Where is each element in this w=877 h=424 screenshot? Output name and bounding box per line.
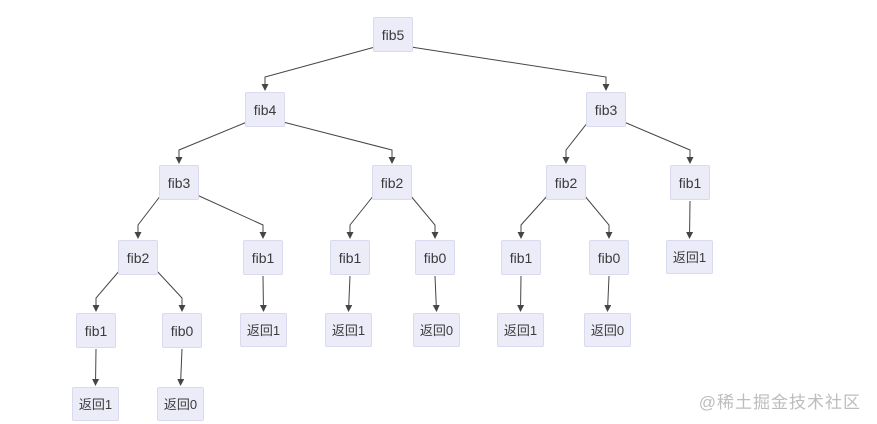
edge-fib2LL-fib1LL [92, 269, 121, 312]
node-fib2RL: fib2 [546, 165, 586, 200]
node-ret1LL: 返回1 [72, 387, 119, 421]
edge-fib1M-ret1M [345, 275, 353, 312]
edge-fib1RR-ret1RR [686, 200, 694, 239]
edge-fib3R-fib2RL [562, 121, 589, 164]
node-fib1RL: fib1 [501, 240, 541, 275]
node-ret0M: 返回0 [413, 313, 460, 347]
edge-fib2M-fib0M [409, 194, 439, 239]
node-fib0LL: fib0 [162, 313, 202, 348]
edge-fib2LL-fib0LL [155, 269, 186, 312]
edge-fib4-fib3L [175, 121, 248, 164]
node-fib1RR: fib1 [670, 165, 710, 200]
node-ret1M: 返回1 [325, 313, 372, 347]
node-ret1LR: 返回1 [240, 313, 287, 347]
edge-fib1LR-ret1LR [259, 275, 267, 312]
node-fib1M: fib1 [330, 240, 370, 275]
edge-fib2M-fib1M [346, 194, 375, 239]
node-fib5: fib5 [373, 17, 413, 52]
node-ret1RL: 返回1 [497, 313, 544, 347]
edge-fib3L-fib2LL [134, 194, 162, 239]
edge-fib4-fib2M [282, 121, 396, 164]
watermark: @稀土掘金技术社区 [698, 393, 861, 412]
node-fib3R: fib3 [586, 92, 626, 127]
node-ret0LL: 返回0 [157, 387, 204, 421]
node-ret0RL: 返回0 [584, 313, 631, 347]
edge-fib5-fib4 [261, 46, 376, 91]
node-fib1LL: fib1 [76, 313, 116, 348]
node-fib4: fib4 [245, 92, 285, 127]
node-fib3L: fib3 [159, 165, 199, 200]
node-fib0RL: fib0 [589, 240, 629, 275]
node-fib2M: fib2 [372, 165, 412, 200]
edge-fib0RL-ret0RL [604, 275, 612, 312]
node-fib0M: fib0 [415, 240, 455, 275]
edge-fib1RL-ret1RL [517, 275, 525, 312]
node-ret1RR: 返回1 [666, 240, 713, 274]
edge-fib3R-fib1RR [623, 121, 694, 164]
edge-fib0M-ret0M [432, 275, 440, 312]
edge-fib1LL-ret1LL [92, 348, 100, 386]
edge-fib0LL-ret0LL [177, 348, 185, 386]
edge-fib5-fib3R [410, 46, 610, 91]
node-fib2LL: fib2 [118, 240, 158, 275]
edge-fib2RL-fib1RL [517, 194, 549, 239]
node-fib1LR: fib1 [243, 240, 283, 275]
edge-fib2RL-fib0RL [583, 194, 613, 239]
edge-fib3L-fib1LR [196, 194, 267, 239]
